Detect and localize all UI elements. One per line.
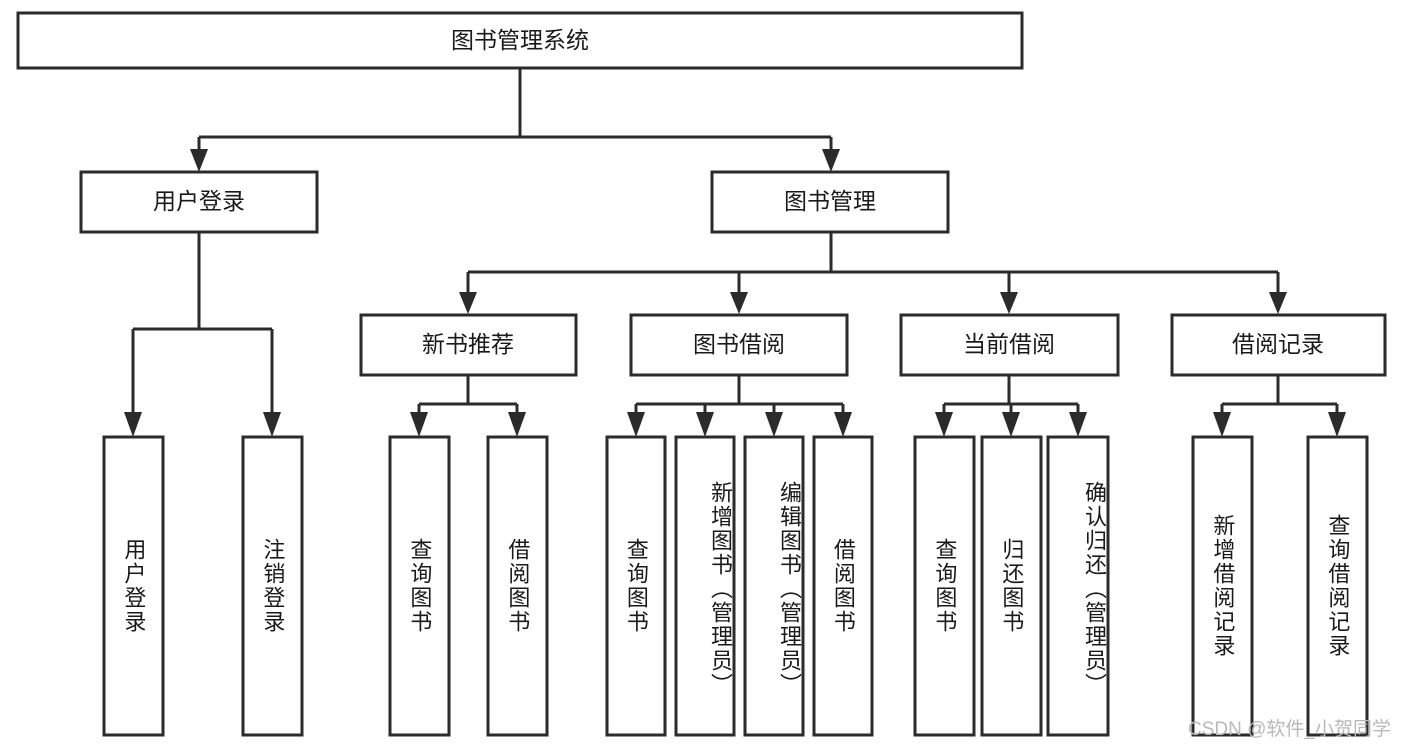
leaf-book-borrow-2-label: 新增图书（管理员） — [708, 481, 733, 697]
leaf-book-borrow-4-box[interactable] — [812, 435, 874, 737]
arrowhead-nb-leaf2 — [508, 412, 526, 437]
node-root-box[interactable] — [16, 11, 1024, 70]
node-current-borrow-box[interactable] — [899, 313, 1120, 377]
node-current-borrow[interactable]: 当前借阅 — [899, 313, 1120, 377]
arrowhead-borrow-record — [1269, 292, 1287, 314]
leaf-current-borrow-1[interactable]: 查询图书 — [913, 435, 976, 737]
connectors-user-login-to-leaves — [124, 232, 281, 437]
node-borrow-record-label: 借阅记录 — [1232, 331, 1324, 357]
connectors-book-manage-to-level3 — [459, 232, 1287, 314]
leaf-book-borrow-2-box[interactable] — [674, 435, 736, 737]
leaf-new-book-1-box[interactable] — [388, 435, 451, 737]
leaf-book-borrow-3-box[interactable] — [743, 435, 805, 737]
leaf-borrow-record-2-label: 查询借阅记录 — [1325, 514, 1351, 658]
arrowhead-leaf-logout — [263, 412, 281, 437]
node-user-login[interactable]: 用户登录 — [79, 170, 319, 234]
leaf-new-book-2-label: 借阅图书 — [505, 538, 531, 634]
node-root[interactable]: 图书管理系统 — [16, 11, 1024, 70]
leaf-borrow-record-2-box[interactable] — [1306, 435, 1369, 737]
leaf-book-borrow-2[interactable]: 新增图书（管理员） — [674, 435, 736, 737]
arrowhead-br-leaf1 — [1213, 412, 1231, 437]
node-user-login-label: 用户登录 — [153, 188, 245, 214]
node-new-book-recommend-label: 新书推荐 — [422, 331, 514, 357]
leaf-user-login-2[interactable]: 注销登录 — [241, 435, 304, 737]
leaf-user-login-2-label: 注销登录 — [260, 538, 286, 634]
leaf-book-borrow-4[interactable]: 借阅图书 — [812, 435, 874, 737]
connectors-new-book-to-leaves — [410, 375, 526, 437]
leaf-book-borrow-3[interactable]: 编辑图书（管理员） — [743, 435, 805, 737]
arrowhead-new-book — [459, 292, 477, 314]
node-book-manage-box[interactable] — [710, 170, 950, 234]
node-borrow-record[interactable]: 借阅记录 — [1170, 313, 1387, 377]
leaf-book-borrow-3-label: 编辑图书（管理员） — [777, 481, 802, 697]
leaf-new-book-1[interactable]: 查询图书 — [388, 435, 451, 737]
node-new-book-recommend[interactable]: 新书推荐 — [359, 313, 578, 377]
leaf-current-borrow-2[interactable]: 归还图书 — [980, 435, 1043, 737]
node-user-login-box[interactable] — [79, 170, 319, 234]
node-book-borrow-label: 图书借阅 — [693, 331, 785, 357]
node-book-manage-label: 图书管理 — [784, 188, 876, 214]
leaf-borrow-record-1-label: 新增借阅记录 — [1210, 514, 1236, 658]
leaf-user-login-1[interactable]: 用户登录 — [102, 435, 165, 737]
leaf-book-borrow-1-label: 查询图书 — [623, 538, 649, 634]
arrowhead-current-borrow — [1000, 292, 1018, 314]
connectors-current-borrow-to-leaves — [935, 375, 1087, 437]
leaf-user-login-1-box[interactable] — [102, 435, 165, 737]
arrowhead-cb-leaf3 — [1069, 412, 1087, 437]
leaf-current-borrow-3-box[interactable] — [1046, 435, 1110, 737]
connectors-book-borrow-to-leaves — [627, 375, 852, 437]
arrowhead-nb-leaf1 — [410, 412, 428, 437]
arrowhead-cb-leaf2 — [1002, 412, 1020, 437]
arrowhead-bb-leaf2 — [696, 412, 714, 437]
leaf-user-login-2-box[interactable] — [241, 435, 304, 737]
leaf-book-borrow-1-box[interactable] — [605, 435, 667, 737]
arrowhead-book-borrow — [730, 292, 748, 314]
node-book-manage[interactable]: 图书管理 — [710, 170, 950, 234]
leaf-new-book-2-box[interactable] — [486, 435, 549, 737]
arrowhead-cb-leaf1 — [935, 412, 953, 437]
arrowhead-book-manage — [822, 149, 840, 172]
leaf-current-borrow-3-label: 确认归还（管理员） — [1082, 481, 1107, 697]
leaf-borrow-record-1[interactable]: 新增借阅记录 — [1191, 435, 1254, 737]
node-book-borrow[interactable]: 图书借阅 — [629, 313, 849, 377]
leaf-new-book-1-label: 查询图书 — [407, 538, 433, 634]
arrowhead-br-leaf2 — [1328, 412, 1346, 437]
node-root-label: 图书管理系统 — [451, 27, 589, 53]
arrowhead-bb-leaf3 — [765, 412, 783, 437]
arrowhead-user-login — [190, 149, 208, 172]
leaf-book-borrow-1[interactable]: 查询图书 — [605, 435, 667, 737]
leaf-user-login-1-label: 用户登录 — [121, 538, 147, 634]
connectors-borrow-record-to-leaves — [1213, 375, 1346, 437]
arrowhead-bb-leaf1 — [627, 412, 645, 437]
node-new-book-recommend-box[interactable] — [359, 313, 578, 377]
leaf-borrow-record-2[interactable]: 查询借阅记录 — [1306, 435, 1369, 737]
node-book-borrow-box[interactable] — [629, 313, 849, 377]
node-current-borrow-label: 当前借阅 — [963, 331, 1055, 357]
arrowhead-bb-leaf4 — [834, 412, 852, 437]
leaf-borrow-record-1-box[interactable] — [1191, 435, 1254, 737]
leaf-current-borrow-3[interactable]: 确认归还（管理员） — [1046, 435, 1110, 737]
connectors-root-to-level2 — [190, 68, 840, 172]
leaf-new-book-2[interactable]: 借阅图书 — [486, 435, 549, 737]
leaf-current-borrow-2-box[interactable] — [980, 435, 1043, 737]
arrowhead-leaf-user-login — [124, 412, 142, 437]
leaf-book-borrow-4-label: 借阅图书 — [830, 538, 856, 634]
node-borrow-record-box[interactable] — [1170, 313, 1387, 377]
leaf-current-borrow-2-label: 归还图书 — [999, 538, 1025, 634]
leaf-current-borrow-1-label: 查询图书 — [932, 538, 958, 634]
leaf-current-borrow-1-box[interactable] — [913, 435, 976, 737]
